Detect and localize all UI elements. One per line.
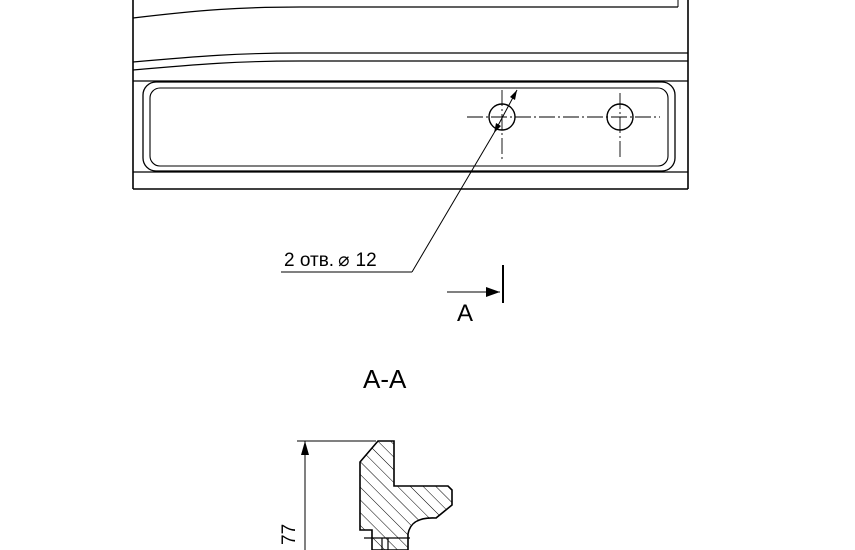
leader-line [411,132,495,273]
dimension-value: 77 [279,524,300,545]
section-view [359,440,453,550]
section-cut-marker: A [447,265,504,327]
flange-curve-2 [132,52,688,63]
part-top-view [132,0,689,190]
hole-center-lines [467,90,660,160]
hole-count-label: 2 отв. [284,250,334,271]
dimension-arrow [301,441,309,455]
hole-callout: 2 отв.⌀ 12 [281,89,518,273]
flange-curve-1 [132,6,678,19]
hole-callout-text: 2 отв.⌀ 12 [284,250,377,271]
diameter-arrow-top [510,90,517,100]
flange-curve-3 [132,60,688,71]
pocket-inner [149,87,669,167]
height-dimension: 77 [279,440,376,550]
pocket-outer [142,81,676,172]
section-arrow-head [486,287,500,297]
diameter-arrow-bottom [494,123,501,133]
diameter-symbol: ⌀ [338,250,349,271]
section-marker-label: A [457,300,473,327]
section-title: A-A [363,364,407,394]
section-profile [359,440,453,550]
hole-diameter-value: 12 [356,250,377,271]
